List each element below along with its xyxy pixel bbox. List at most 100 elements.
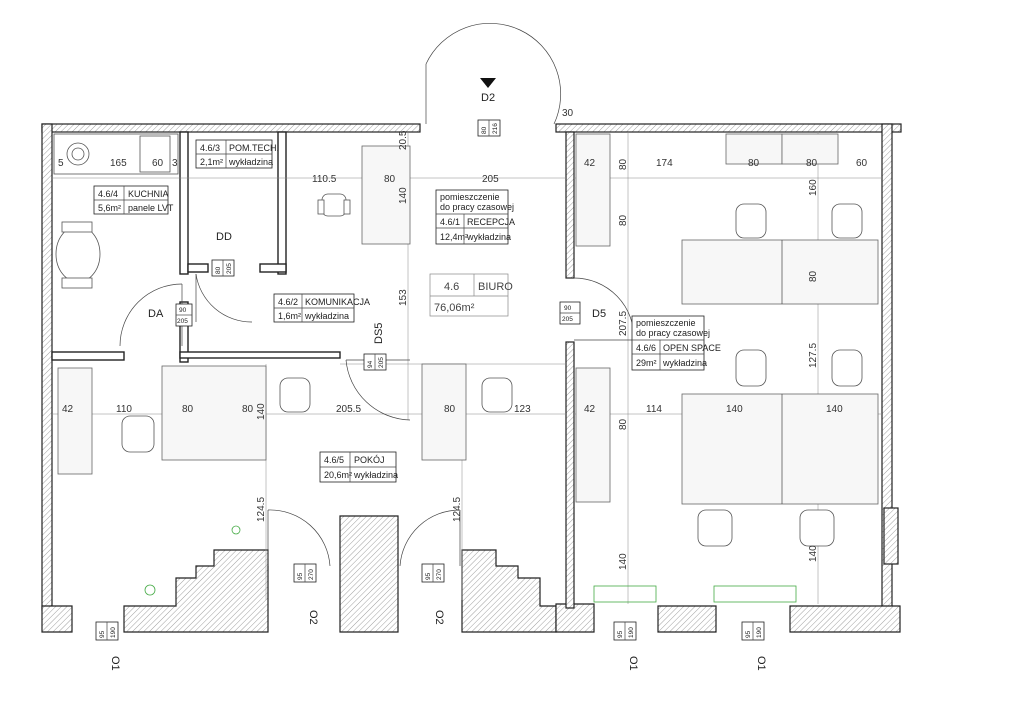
svg-text:95: 95 — [99, 630, 106, 638]
label-biuro: 4.6 BIURO 76,06m² — [429, 273, 513, 317]
door-o1-right: O1 — [755, 656, 767, 671]
svg-text:190: 190 — [628, 627, 635, 638]
svg-text:4.6/1: 4.6/1 — [440, 217, 460, 227]
svg-text:205: 205 — [562, 316, 573, 323]
svg-text:80: 80 — [806, 158, 818, 169]
svg-text:60: 60 — [856, 158, 868, 169]
svg-text:4.6: 4.6 — [444, 281, 459, 293]
svg-text:95: 95 — [745, 630, 752, 638]
svg-text:wykładzina: wykładzina — [304, 311, 349, 321]
svg-text:80: 80 — [481, 126, 488, 134]
svg-text:do pracy czasowej: do pracy czasowej — [636, 328, 710, 338]
svg-text:127.5: 127.5 — [808, 343, 819, 368]
svg-text:207.5: 207.5 — [618, 311, 629, 336]
svg-text:4.6/6: 4.6/6 — [636, 343, 656, 353]
svg-text:80: 80 — [215, 266, 222, 274]
label-pokoj: 4.6/5 POKÓJ 20,6m² wykładzina — [319, 451, 398, 483]
svg-text:42: 42 — [584, 158, 596, 169]
svg-text:80: 80 — [182, 404, 194, 415]
svg-text:wykładzina: wykładzina — [466, 232, 511, 242]
door-tag-o1b: 95 190 — [613, 621, 637, 641]
svg-text:90: 90 — [564, 305, 572, 312]
svg-text:4.6/3: 4.6/3 — [200, 143, 220, 153]
svg-text:160: 160 — [808, 179, 819, 196]
svg-text:20.5: 20.5 — [398, 130, 409, 150]
label-kuchnia: 4.6/4 KUCHNIA 5,6m² panele LVT — [93, 185, 174, 215]
door-tag-dd: 80 205 — [211, 259, 235, 277]
svg-text:60: 60 — [152, 158, 164, 169]
door-o1-middle: O1 — [627, 656, 639, 671]
svg-text:140: 140 — [256, 403, 267, 420]
svg-text:30: 30 — [562, 108, 574, 119]
svg-text:90: 90 — [179, 307, 187, 314]
svg-text:110: 110 — [116, 404, 132, 415]
door-tag-o2a: 95 270 — [293, 563, 317, 583]
pokoj-furniture — [57, 363, 513, 596]
dimensions: 5 165 60 3 110.5 80 205 20.5 140 153 30 … — [58, 108, 868, 570]
door-d2: D2 — [481, 92, 495, 104]
kitchen — [53, 133, 179, 289]
svg-text:4.6/4: 4.6/4 — [98, 189, 118, 199]
svg-text:80: 80 — [618, 158, 629, 170]
svg-text:190: 190 — [110, 627, 117, 638]
svg-text:wykładzina: wykładzina — [228, 157, 273, 167]
svg-text:76,06m²: 76,06m² — [434, 302, 475, 314]
svg-text:42: 42 — [584, 404, 596, 415]
door-o2-right: O2 — [433, 610, 445, 625]
svg-text:5: 5 — [58, 158, 64, 169]
svg-text:80: 80 — [618, 418, 629, 430]
svg-text:124.5: 124.5 — [452, 497, 463, 522]
door-tag-d5: 90 205 — [559, 301, 581, 325]
svg-text:270: 270 — [436, 569, 443, 580]
svg-text:pomieszczenie: pomieszczenie — [636, 318, 696, 328]
svg-text:114: 114 — [646, 404, 662, 415]
door-o2-left: O2 — [307, 610, 319, 625]
svg-text:140: 140 — [618, 553, 629, 570]
svg-text:80: 80 — [444, 404, 456, 415]
svg-text:20,6m²: 20,6m² — [324, 470, 352, 480]
label-recepcja: pomieszczenie do pracy czasowej 4.6/1 RE… — [435, 189, 515, 245]
svg-text:POM.TECH.: POM.TECH. — [229, 143, 279, 153]
svg-text:270: 270 — [308, 569, 315, 580]
door-d5: D5 — [592, 308, 606, 320]
interior-walls — [51, 131, 341, 363]
svg-text:124.5: 124.5 — [256, 497, 267, 522]
door-da: DA — [148, 308, 164, 320]
svg-text:80: 80 — [618, 214, 629, 226]
svg-text:123: 123 — [514, 404, 531, 415]
svg-text:5,6m²: 5,6m² — [98, 203, 121, 213]
svg-text:80: 80 — [748, 158, 760, 169]
outer-walls — [41, 123, 902, 633]
svg-text:wykładzina: wykładzina — [662, 358, 707, 368]
svg-text:OPEN SPACE: OPEN SPACE — [663, 343, 721, 353]
svg-text:95: 95 — [617, 630, 624, 638]
door-names: D2 DD DA D5 DS5 O2 O2 O1 O1 O1 — [109, 92, 767, 671]
reception-furniture — [317, 145, 411, 245]
door-dd: DD — [216, 231, 232, 243]
svg-text:95: 95 — [425, 572, 432, 580]
door-tag-o1c: 95 190 — [741, 621, 765, 641]
svg-text:140: 140 — [726, 404, 743, 415]
svg-text:110.5: 110.5 — [312, 174, 337, 185]
svg-text:153: 153 — [398, 289, 409, 306]
svg-text:140: 140 — [826, 404, 843, 415]
svg-text:42: 42 — [62, 404, 74, 415]
door-tag-d2: 80 216 — [477, 119, 501, 137]
openspace-furniture — [575, 133, 899, 603]
svg-text:165: 165 — [110, 158, 127, 169]
svg-text:140: 140 — [398, 187, 409, 204]
svg-text:174: 174 — [656, 158, 673, 169]
svg-text:205.5: 205.5 — [336, 404, 361, 415]
svg-text:80: 80 — [808, 270, 819, 282]
svg-text:205: 205 — [177, 318, 188, 325]
door-tag-o1a: 95 190 — [95, 621, 119, 641]
svg-text:205: 205 — [482, 174, 499, 185]
svg-text:4.6/5: 4.6/5 — [324, 455, 344, 465]
svg-text:1,6m²: 1,6m² — [278, 311, 301, 321]
svg-text:80: 80 — [242, 404, 254, 415]
label-openspace: pomieszczenie do pracy czasowej 4.6/6 OP… — [631, 315, 721, 371]
svg-text:205: 205 — [226, 263, 233, 274]
svg-text:216: 216 — [492, 123, 499, 134]
svg-text:BIURO: BIURO — [478, 281, 513, 293]
label-komunikacja: 4.6/2 KOMUNIKACJA 1,6m² wykładzina — [273, 293, 370, 323]
